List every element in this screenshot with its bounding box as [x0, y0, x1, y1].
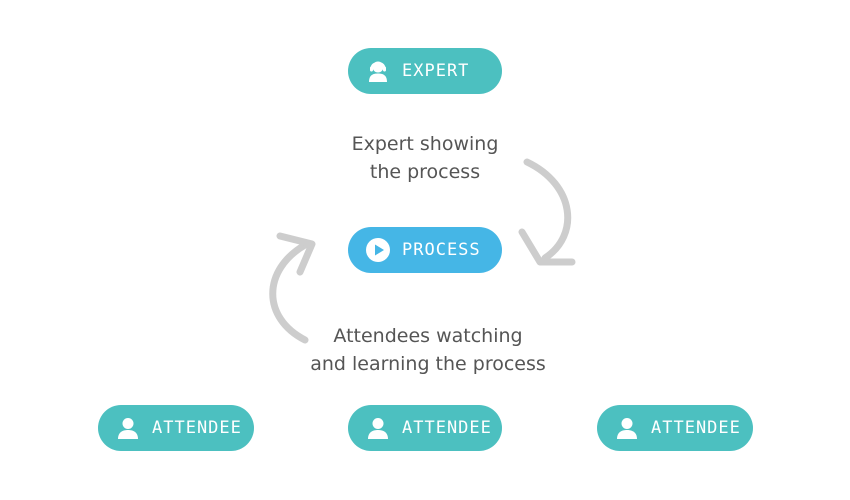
expert-caption: Expert showing the process: [310, 130, 540, 186]
user-icon: [613, 414, 641, 442]
attendee-label: ATTENDEE: [402, 418, 492, 438]
attendee-caption-line2: and learning the process: [310, 353, 546, 375]
expert-node: EXPERT: [348, 48, 502, 94]
attendee-node: ATTENDEE: [98, 405, 254, 451]
user-icon: [364, 414, 392, 442]
expert-caption-line2: the process: [369, 161, 481, 183]
attendee-node: ATTENDEE: [597, 405, 753, 451]
expert-caption-line1: Expert showing: [351, 133, 499, 155]
user-icon: [114, 414, 142, 442]
attendee-caption: Attendees watching and learning the proc…: [290, 322, 566, 378]
attendee-label: ATTENDEE: [651, 418, 741, 438]
play-icon: [364, 236, 392, 264]
process-label: PROCESS: [402, 240, 481, 260]
expert-label: EXPERT: [402, 61, 470, 81]
attendee-caption-line1: Attendees watching: [333, 325, 523, 347]
headset-user-icon: [364, 57, 392, 85]
attendee-label: ATTENDEE: [152, 418, 242, 438]
process-node: PROCESS: [348, 227, 502, 273]
attendee-node: ATTENDEE: [348, 405, 502, 451]
